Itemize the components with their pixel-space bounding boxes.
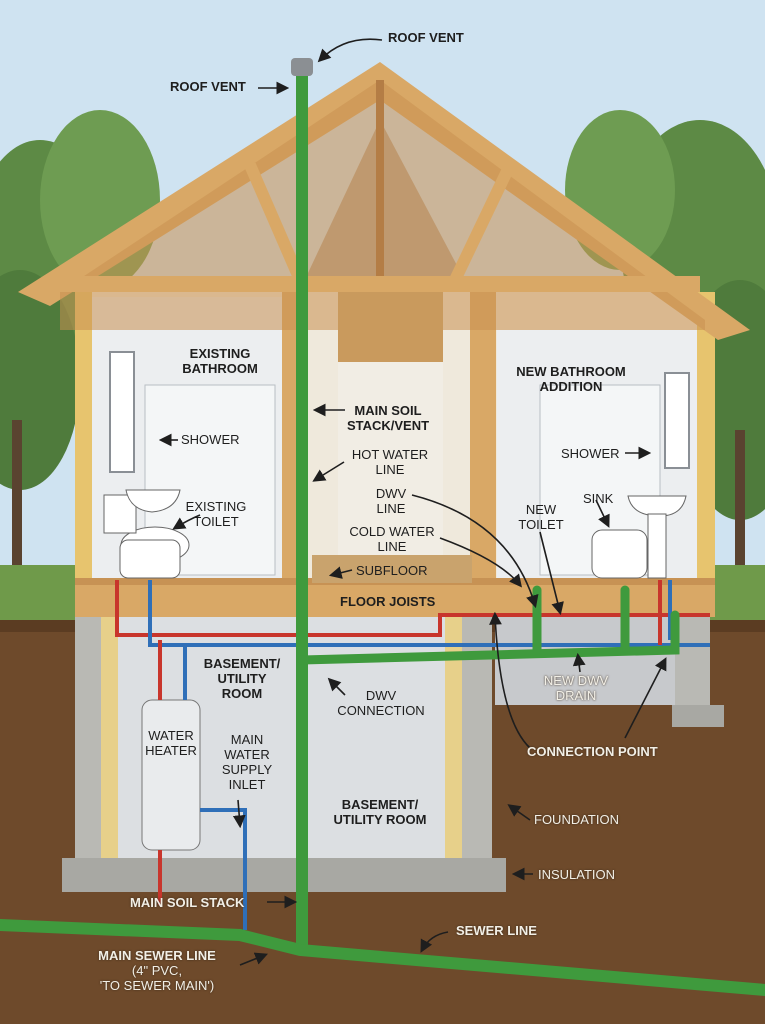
new-toilet-line2: TOILET — [518, 517, 564, 532]
new-dwv-drain-line1: NEW DWV — [543, 673, 609, 688]
main-soil-stack-vent-line1: MAIN SOIL — [354, 403, 422, 418]
toilet-right — [591, 529, 648, 579]
existing-bathroom-line2: BATHROOM — [182, 361, 258, 376]
window-right — [664, 372, 690, 469]
basement-utility-room-b-label: BASEMENT/ UTILITY ROOM — [334, 797, 427, 827]
sink-label: SINK — [583, 491, 614, 506]
insulation-label: INSULATION — [538, 867, 616, 882]
shower-right-label: SHOWER — [561, 446, 620, 461]
dwv-line-line2: LINE — [376, 501, 406, 516]
window-left — [109, 351, 135, 473]
existing-toilet-line2: TOILET — [193, 514, 239, 529]
basement-utility-room-a-label: BASEMENT/ UTILITY ROOM — [204, 656, 281, 701]
new-toilet-line1: NEW — [525, 502, 557, 517]
floor-joists-band — [75, 583, 715, 617]
dwv-connection-line1: DWV — [365, 688, 397, 703]
water-heater-line1: WATER — [148, 728, 194, 743]
cold-water-line-label: COLD WATER LINE — [349, 524, 434, 554]
foundation-footing — [62, 858, 506, 892]
existing-toilet-line1: EXISTING — [185, 499, 247, 514]
basement-a-line1: BASEMENT/ — [203, 656, 281, 671]
main-water-supply-label: MAIN WATER SUPPLY INLET — [222, 732, 272, 792]
main-water-supply-line3: SUPPLY — [221, 762, 273, 777]
main-water-supply-line2: WATER — [224, 747, 270, 762]
floor-joists-label: FLOOR JOISTS — [340, 594, 436, 609]
basement-b-line1: BASEMENT/ — [341, 797, 419, 812]
water-heater-line2: HEATER — [145, 743, 197, 758]
dwv-pipes — [0, 69, 765, 996]
hot-water-line-line1: HOT WATER — [351, 447, 429, 462]
existing-bathroom-line1: EXISTING — [189, 346, 251, 361]
basement-a-line3: ROOM — [221, 686, 263, 701]
main-sewer-line-line3: 'TO SEWER MAIN') — [99, 978, 215, 993]
main-sewer-line-line1: MAIN SEWER LINE — [98, 948, 216, 963]
connection-point-label: CONNECTION POINT — [527, 744, 658, 759]
main-water-supply-line4: INLET — [228, 777, 266, 792]
cold-water-line-line2: LINE — [377, 539, 407, 554]
new-bathroom-line1: NEW BATHROOM — [516, 364, 626, 379]
room-center — [338, 330, 443, 582]
basement-b-line2: UTILITY ROOM — [333, 812, 427, 827]
main-soil-stack-label: MAIN SOIL STACK — [130, 895, 245, 910]
shower-left-label: SHOWER — [181, 432, 240, 447]
basement-a-line2: UTILITY — [217, 671, 267, 686]
new-dwv-drain-label: NEW DWV DRAIN — [544, 673, 608, 703]
dwv-line-label: DWV LINE — [376, 486, 406, 516]
subfloor-label: SUBFLOOR — [356, 563, 428, 578]
dwv-connection-label: DWV CONNECTION — [337, 688, 424, 718]
new-bathroom-line2: ADDITION — [539, 379, 603, 394]
roof-vent-left-label: ROOF VENT — [170, 79, 246, 94]
foundation-wall-left — [75, 615, 101, 865]
main-soil-stack-vent-label: MAIN SOIL STACK/VENT — [347, 403, 429, 433]
cold-water-line-line1: COLD WATER — [349, 524, 435, 539]
new-dwv-drain-line2: DRAIN — [555, 688, 597, 703]
roof-vent-top-label: ROOF VENT — [388, 30, 464, 45]
water-heater-label: WATER HEATER — [145, 728, 197, 758]
dwv-connection-line2: CONNECTION — [337, 703, 425, 718]
roof-structure — [18, 62, 750, 362]
hot-water-line-line2: LINE — [375, 462, 405, 477]
foundation-label: FOUNDATION — [534, 812, 619, 827]
main-sewer-line-label: MAIN SEWER LINE (4" PVC, 'TO SEWER MAIN'… — [98, 948, 216, 993]
existing-toilet-label: EXISTING TOILET — [186, 499, 247, 529]
supply-pipes — [115, 580, 710, 930]
sewer-line-label: SEWER LINE — [456, 923, 537, 938]
dwv-line-line1: DWV — [375, 486, 407, 501]
existing-bathroom-label: EXISTING BATHROOM — [182, 346, 258, 376]
new-toilet-label: NEW TOILET — [518, 502, 563, 532]
water-heater — [141, 699, 201, 851]
sink-left — [125, 489, 181, 513]
roof-vent-cap — [291, 58, 313, 76]
hot-water-line-label: HOT WATER LINE — [352, 447, 428, 477]
new-bathroom-label: NEW BATHROOM ADDITION — [516, 364, 626, 394]
main-sewer-line-line2: (4" PVC, — [131, 963, 183, 978]
main-water-supply-line1: MAIN — [230, 732, 264, 747]
label-arrows — [158, 38, 667, 966]
main-soil-stack-vent-line2: STACK/VENT — [346, 418, 430, 433]
